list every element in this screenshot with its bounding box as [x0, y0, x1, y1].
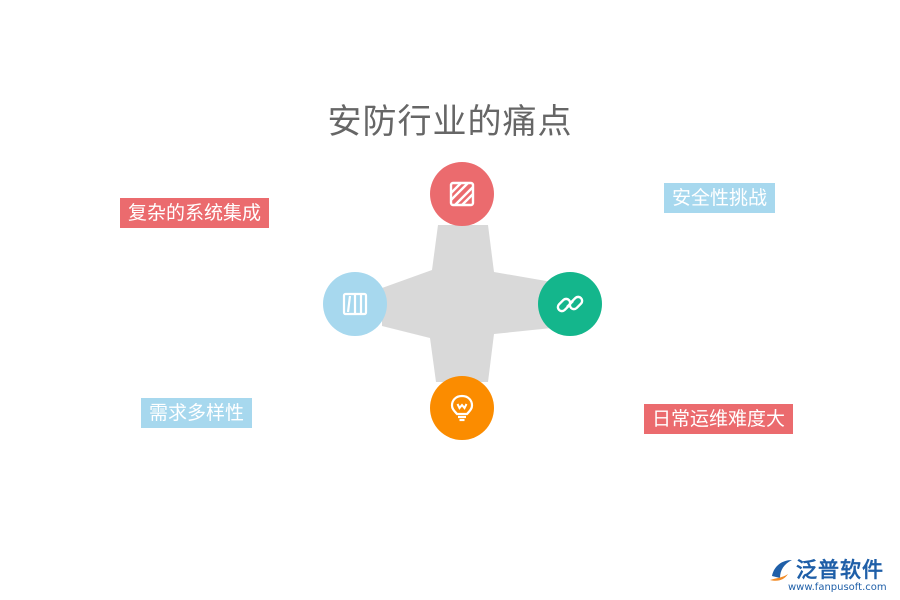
node-right: [538, 272, 602, 336]
brand-name: 泛普软件: [796, 558, 884, 582]
label-complex-integration: 复杂的系统集成: [120, 198, 270, 228]
node-left: [323, 272, 387, 336]
brand-logo: 泛普软件 www.fanpusoft.com: [768, 554, 892, 598]
diagonal-stripes-icon: [449, 181, 475, 207]
chain-link-icon: [556, 295, 584, 313]
label-security-challenge: 安全性挑战: [664, 183, 776, 213]
book-columns-icon: [342, 292, 368, 316]
star-shape: [382, 225, 552, 382]
brand-logo-icon: [770, 560, 792, 581]
lightbulb-icon: [450, 394, 474, 422]
page-title: 安防行业的痛点: [327, 102, 573, 142]
label-demand-diversity: 需求多样性: [141, 398, 253, 428]
label-maintenance-difficulty: 日常运维难度大: [644, 404, 794, 434]
brand-url: www.fanpusoft.com: [788, 582, 887, 593]
node-bottom: [430, 376, 494, 440]
node-top: [430, 162, 494, 226]
